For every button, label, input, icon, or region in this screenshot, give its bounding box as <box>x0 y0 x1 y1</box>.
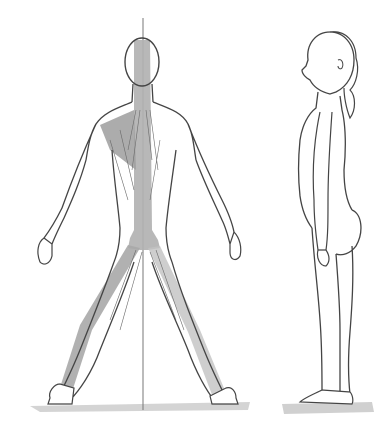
buttocks <box>336 210 361 255</box>
arm-side <box>313 112 332 250</box>
foot-side <box>300 390 353 404</box>
head-side <box>302 32 354 94</box>
hand-side <box>317 250 329 266</box>
torso-side <box>299 92 353 228</box>
ground-shadow-right <box>282 402 374 414</box>
